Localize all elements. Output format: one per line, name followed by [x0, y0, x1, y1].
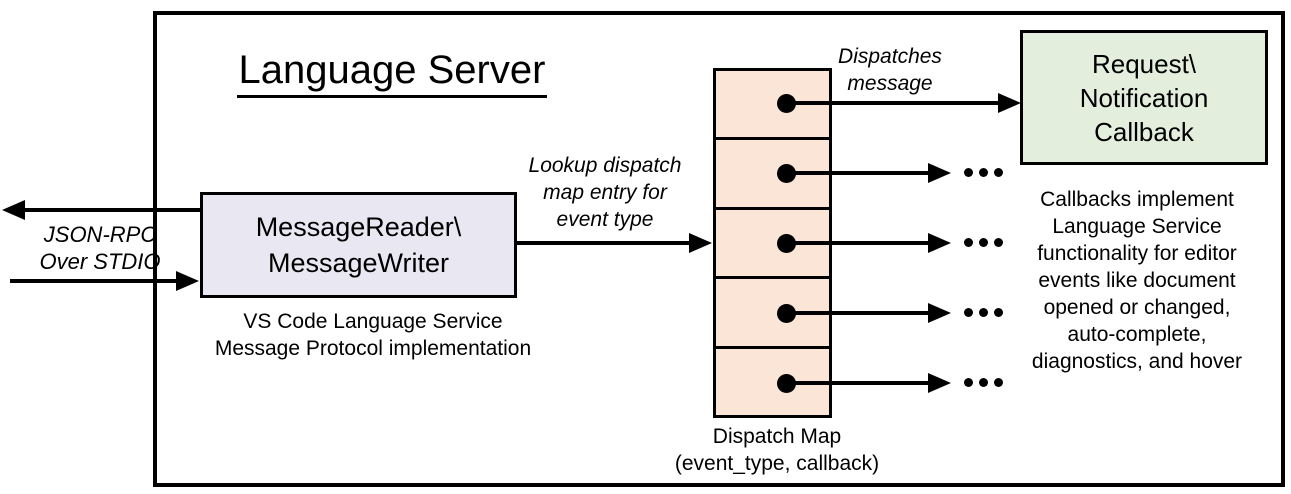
lookup-label: Lookup dispatch map entry for event type — [510, 152, 700, 233]
diagram-title: Language Server — [192, 46, 592, 98]
dispatch-arrowhead-icon — [998, 93, 1021, 113]
ellipsis-dot — [964, 308, 973, 317]
callbacks-note-line7: diagnostics, and hover — [1031, 350, 1243, 373]
io-protocol-label-line2: Over STDIO — [39, 249, 161, 274]
dispatch-map-cell — [716, 140, 829, 210]
ellipsis-dot — [979, 238, 988, 247]
dispatch-map-caption-line1: Dispatch Map — [712, 425, 842, 448]
dispatch-arrow-line — [786, 241, 929, 245]
dispatch-arrow-line — [786, 381, 929, 385]
ellipsis-dot — [994, 238, 1003, 247]
lookup-arrow-line — [517, 241, 690, 245]
callbacks-note-line4: events like document — [1038, 269, 1236, 292]
callback-box-line2: Notification — [1079, 82, 1209, 113]
dispatch-arrow-line — [786, 101, 999, 105]
ellipsis-dot — [994, 168, 1003, 177]
message-reader-writer-box: MessageReader\ MessageWriter — [200, 192, 517, 298]
ellipsis-dot — [964, 238, 973, 247]
stdio-out-arrow-line — [25, 208, 200, 212]
dispatch-map-caption: Dispatch Map (event_type, callback) — [652, 423, 902, 477]
dispatch-arrowhead-icon — [928, 303, 951, 323]
dispatch-map-cell — [716, 279, 829, 349]
message-writer-label: MessageWriter — [267, 248, 450, 278]
callback-box-line1: Request\ — [1091, 48, 1197, 79]
dispatches-label: Dispatches message — [820, 43, 960, 97]
request-notification-callback-box: Request\ Notification Callback — [1020, 30, 1268, 165]
callback-box-line3: Callback — [1094, 116, 1194, 147]
callbacks-note-line5: opened or changed, — [1043, 296, 1231, 319]
ellipsis-icon — [964, 168, 1003, 177]
ellipsis-dot — [979, 308, 988, 317]
stdio-in-arrowhead-icon — [176, 271, 199, 291]
reader-caption-line1: VS Code Language Service — [243, 310, 503, 333]
reader-caption: VS Code Language Service Message Protoco… — [203, 308, 543, 362]
lookup-label-line2: map entry for — [543, 181, 667, 204]
lookup-label-line3: event type — [556, 208, 654, 231]
dispatch-map-cell — [716, 71, 829, 141]
dispatch-arrow-line — [786, 311, 929, 315]
message-reader-label: MessageReader\ — [255, 212, 462, 242]
lookup-arrowhead-icon — [689, 233, 712, 253]
ellipsis-icon — [964, 238, 1003, 247]
ellipsis-dot — [979, 168, 988, 177]
dispatch-map-cell — [716, 210, 829, 280]
callbacks-note-line2: Language Service — [1052, 215, 1222, 238]
ellipsis-icon — [964, 308, 1003, 317]
ellipsis-dot — [979, 378, 988, 387]
callbacks-note: Callbacks implement Language Service fun… — [1007, 186, 1267, 375]
dispatch-arrowhead-icon — [928, 233, 951, 253]
callbacks-note-line1: Callbacks implement — [1040, 188, 1234, 211]
dispatches-label-line2: message — [847, 72, 933, 95]
ellipsis-icon — [964, 378, 1003, 387]
lookup-label-line1: Lookup dispatch — [528, 154, 682, 177]
dispatches-label-line1: Dispatches — [838, 45, 942, 68]
ellipsis-dot — [964, 168, 973, 177]
ellipsis-dot — [994, 378, 1003, 387]
dispatch-map-caption-line2: (event_type, callback) — [674, 452, 880, 475]
diagram-title-text: Language Server — [236, 46, 548, 98]
reader-caption-line2: Message Protocol implementation — [214, 337, 532, 360]
dispatch-arrowhead-icon — [928, 163, 951, 183]
io-protocol-label: JSON-RPC Over STDIO — [20, 221, 180, 275]
dispatch-arrowhead-icon — [928, 373, 951, 393]
dispatch-arrow-line — [786, 171, 929, 175]
io-protocol-label-line1: JSON-RPC — [43, 222, 157, 247]
stdio-in-arrow-line — [10, 279, 177, 283]
stdio-out-arrowhead-icon — [2, 200, 25, 220]
callbacks-note-line6: auto-complete, — [1067, 323, 1207, 346]
callbacks-note-line3: functionality for editor — [1037, 242, 1237, 265]
ellipsis-dot — [964, 378, 973, 387]
ellipsis-dot — [994, 308, 1003, 317]
